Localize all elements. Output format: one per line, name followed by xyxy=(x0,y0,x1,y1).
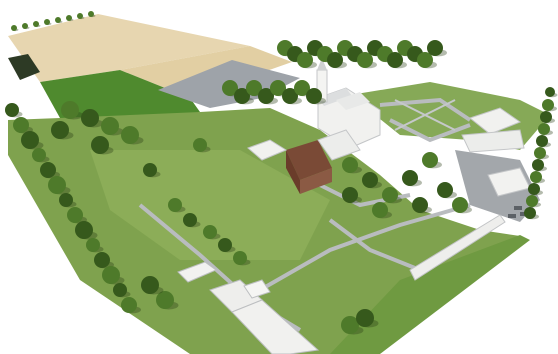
tree xyxy=(342,157,358,173)
tree xyxy=(427,40,443,56)
tree xyxy=(282,88,298,104)
tree xyxy=(81,109,99,127)
tree xyxy=(22,23,28,29)
tree xyxy=(88,11,94,17)
tree xyxy=(21,131,39,149)
tree xyxy=(86,238,100,252)
tree xyxy=(67,207,83,223)
church-building xyxy=(316,58,381,149)
east-buildings xyxy=(461,107,531,197)
tree xyxy=(75,221,93,239)
tree xyxy=(530,171,542,183)
tree xyxy=(258,88,274,104)
parked-cars xyxy=(508,206,528,218)
tree xyxy=(61,101,79,119)
tree xyxy=(372,202,388,218)
tree xyxy=(44,19,50,25)
tree xyxy=(542,99,554,111)
tree xyxy=(101,117,119,135)
tree xyxy=(113,283,127,297)
tree xyxy=(94,252,110,268)
tree xyxy=(66,15,72,21)
tree xyxy=(362,172,378,188)
tree xyxy=(270,80,286,96)
tree xyxy=(183,213,197,227)
tree xyxy=(203,225,217,239)
tree xyxy=(48,176,66,194)
tree xyxy=(77,13,83,19)
tree xyxy=(297,52,313,68)
field-green-southeast xyxy=(330,235,530,354)
tree xyxy=(141,276,159,294)
tree xyxy=(327,52,343,68)
tree xyxy=(33,21,39,27)
lower-buildings xyxy=(177,261,320,354)
tree xyxy=(246,80,262,96)
tree xyxy=(532,159,544,171)
field-tan-north xyxy=(8,14,250,82)
tree xyxy=(91,136,109,154)
tree xyxy=(357,52,373,68)
tree xyxy=(222,80,238,96)
tree xyxy=(306,88,322,104)
tree xyxy=(218,238,232,252)
tree-groups xyxy=(5,11,558,335)
tree xyxy=(51,121,69,139)
tree xyxy=(417,52,433,68)
tree xyxy=(59,193,73,207)
lawn-light xyxy=(90,150,330,260)
tree xyxy=(526,195,538,207)
top-left-block xyxy=(8,54,40,80)
tree xyxy=(168,198,182,212)
tree xyxy=(545,87,555,97)
tree xyxy=(387,52,403,68)
tree xyxy=(341,316,359,334)
tree xyxy=(342,187,358,203)
tree xyxy=(356,309,374,327)
tree xyxy=(437,182,453,198)
tree xyxy=(5,103,19,117)
tree xyxy=(55,17,61,23)
tree xyxy=(540,111,552,123)
tree xyxy=(452,197,468,213)
tree xyxy=(32,148,46,162)
tree xyxy=(102,266,120,284)
tree xyxy=(121,126,139,144)
tree xyxy=(143,163,157,177)
tree xyxy=(234,88,250,104)
tree xyxy=(402,170,418,186)
perimeter-wall xyxy=(409,214,506,281)
tree xyxy=(538,123,550,135)
tree xyxy=(422,152,438,168)
tree xyxy=(11,25,17,31)
tree xyxy=(13,117,29,133)
tree xyxy=(156,291,174,309)
tree xyxy=(233,251,247,265)
tree xyxy=(294,80,310,96)
garden-diagonals xyxy=(394,99,456,131)
tree xyxy=(40,162,56,178)
tree xyxy=(536,135,548,147)
tree xyxy=(534,147,546,159)
tree xyxy=(121,297,137,313)
tree xyxy=(412,197,428,213)
manor-building xyxy=(247,129,361,194)
tree xyxy=(528,183,540,195)
tree xyxy=(524,207,536,219)
tree xyxy=(193,138,207,152)
tree xyxy=(382,187,398,203)
